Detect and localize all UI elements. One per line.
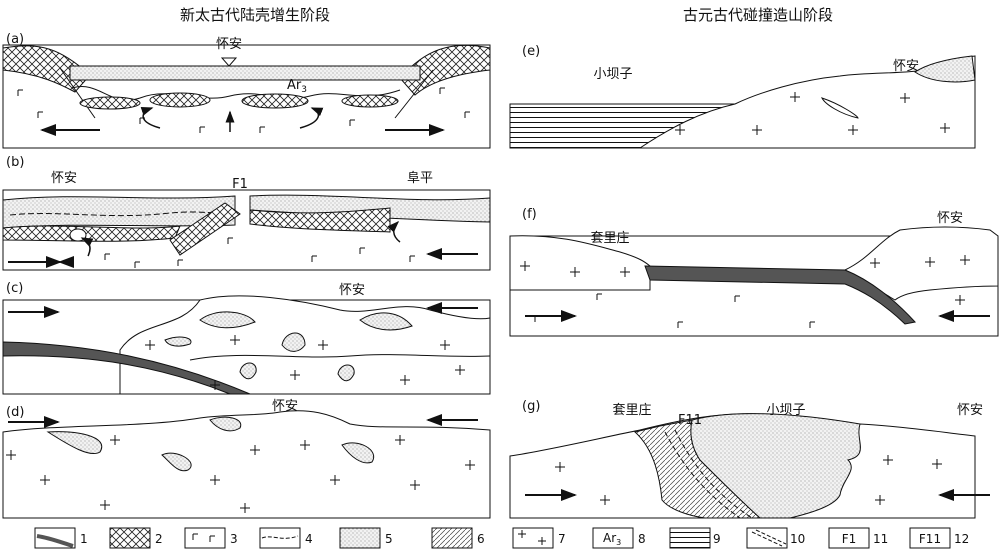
legend-item-8: Ar3 8 <box>592 527 646 549</box>
legend-item-11: F1 11 <box>828 527 888 549</box>
legend-num-8: 8 <box>638 532 646 546</box>
legend-num-1: 1 <box>80 532 88 546</box>
panel-g-fault: F11 <box>678 413 702 428</box>
legend-num-10: 10 <box>790 532 805 546</box>
legend-item-1: 1 <box>34 527 88 549</box>
legend-num-12: 12 <box>954 532 969 546</box>
panel-b-right-place: 阜平 <box>407 170 433 186</box>
legend-item-7: 7 <box>512 527 566 549</box>
legend-num-6: 6 <box>477 532 485 546</box>
legend-num-7: 7 <box>558 532 566 546</box>
panel-g-label: (g) <box>522 399 540 414</box>
panel-e-left-place: 小坝子 <box>593 67 632 82</box>
legend-item-5: 5 <box>339 527 393 549</box>
panel-b: 怀安 F1 阜平 <box>2 170 491 271</box>
panel-a-place: 怀安 <box>216 37 242 52</box>
legend-item-6: 6 <box>431 527 485 549</box>
legend-text-12: F11 <box>919 532 941 546</box>
legend-num-11: 11 <box>873 532 888 546</box>
legend-item-10: 10 <box>746 527 805 549</box>
panel-b-fault: F1 <box>232 177 248 192</box>
panel-a: 怀安 Ar3 <box>2 37 491 149</box>
panel-g-right-place: 怀安 <box>957 403 983 418</box>
panel-e: 小坝子 怀安 <box>509 55 976 149</box>
legend-text-8: Ar3 <box>603 531 621 547</box>
panel-e-label: (e) <box>522 44 540 59</box>
panel-g-left-place: 套里庄 <box>612 402 651 418</box>
legend-num-3: 3 <box>230 532 238 546</box>
panel-g-mid-place: 小坝子 <box>766 403 805 418</box>
panel-e-right-place: 怀安 <box>893 59 919 74</box>
legend-item-12: F11 12 <box>909 527 969 549</box>
legend-num-2: 2 <box>155 532 163 546</box>
panel-d-label: (d) <box>6 405 24 420</box>
legend-text-11: F1 <box>842 532 857 546</box>
panel-d-place: 怀安 <box>272 399 298 414</box>
panel-a-label: (a) <box>6 32 24 47</box>
legend-item-4: 4 <box>259 527 313 549</box>
legend-item-2: 2 <box>109 527 163 549</box>
legend: 1 2 3 4 5 6 7 Ar3 <box>34 527 969 549</box>
panel-c: 怀安 <box>2 283 491 395</box>
panel-f-right-place: 怀安 <box>937 211 963 226</box>
legend-num-9: 9 <box>713 532 721 546</box>
legend-num-5: 5 <box>385 532 393 546</box>
panel-c-place: 怀安 <box>339 283 365 298</box>
panel-d: 怀安 <box>2 399 491 519</box>
panel-g: 套里庄 F11 小坝子 怀安 <box>509 402 990 519</box>
panel-a-unit: Ar3 <box>287 78 307 95</box>
heading-right: 古元古代碰撞造山阶段 <box>683 6 833 24</box>
panel-b-label: (b) <box>6 155 24 170</box>
heading-left: 新太古代陆壳增生阶段 <box>180 6 330 24</box>
panel-f-left-place: 套里庄 <box>590 230 629 246</box>
panel-f: 套里庄 怀安 <box>509 211 999 337</box>
legend-item-3: 3 <box>184 527 238 549</box>
legend-item-9: 9 <box>669 527 721 549</box>
legend-num-4: 4 <box>305 532 313 546</box>
panel-b-left-place: 怀安 <box>51 171 77 186</box>
panel-c-label: (c) <box>6 281 23 296</box>
panel-f-label: (f) <box>522 207 537 222</box>
